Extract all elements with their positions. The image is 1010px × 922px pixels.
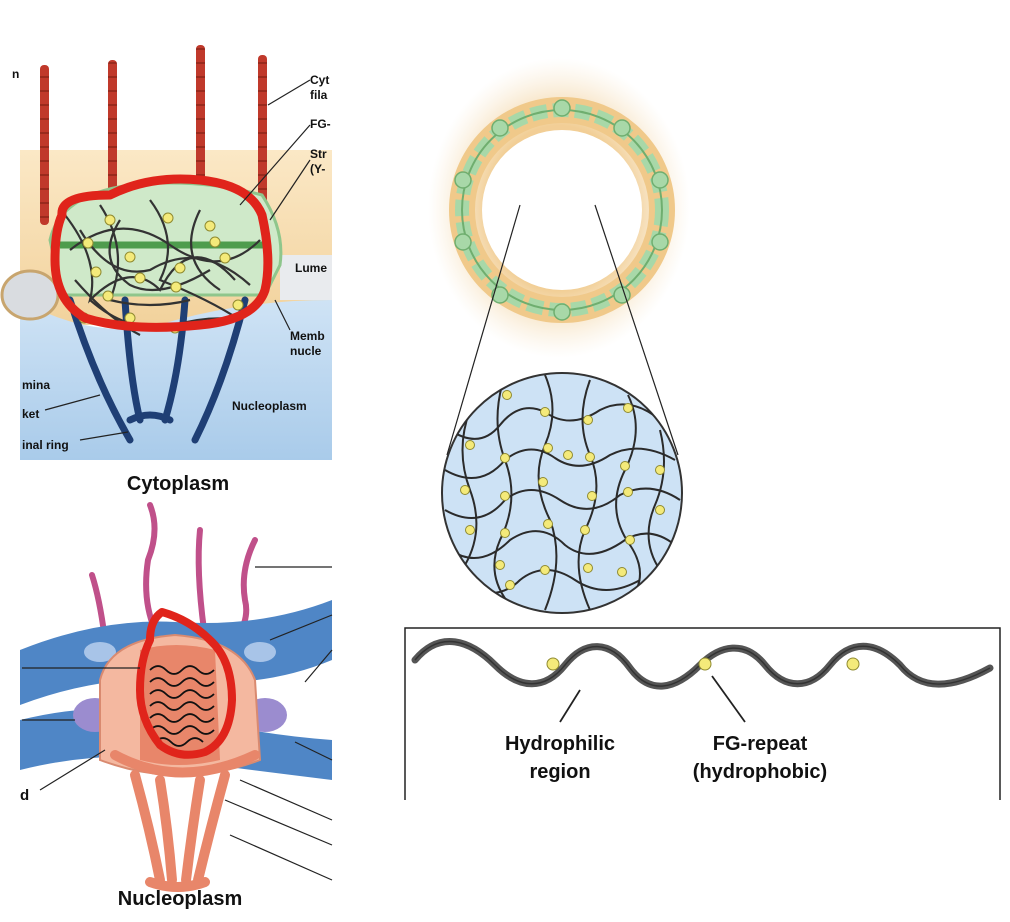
- label-region: region: [529, 761, 590, 783]
- label-nucleoplasm-top: Nucleoplasm: [232, 399, 307, 413]
- fg-mesh-circle: [441, 372, 683, 614]
- label-nucle: nucle: [290, 344, 322, 358]
- label-y: (Y-: [310, 162, 325, 176]
- pore-ring-topview: [428, 58, 690, 456]
- label-ket: ket: [22, 407, 39, 421]
- caption-nucleoplasm: Nucleoplasm: [118, 888, 242, 910]
- label-fg: FG-: [310, 117, 331, 131]
- label-mina: mina: [22, 378, 50, 392]
- label-memb: Memb: [290, 329, 325, 343]
- red-annotation-loop-bottom: [136, 608, 236, 759]
- cytoplasmic-filaments: [40, 45, 267, 225]
- label-fg-repeat: FG-repeat: [713, 733, 808, 755]
- basket-bottom: [110, 750, 260, 892]
- fg-tangle-bottom: [149, 665, 215, 747]
- label-cyt: Cyt: [310, 73, 329, 87]
- fg-repeat-beads: [546, 657, 860, 671]
- label-str: Str: [310, 147, 327, 161]
- caption-cytoplasm: Cytoplasm: [127, 473, 229, 495]
- red-annotation-loop-top: [50, 174, 273, 332]
- label-hydrophilic: Hydrophilic: [505, 733, 615, 755]
- fg-repeat-panel: Hydrophilic region FG-repeat (hydrophobi…: [404, 627, 1001, 800]
- label-n-edge: n: [12, 67, 19, 81]
- bottom-left-panel: d Nucleoplasm: [20, 502, 333, 910]
- label-hydrophobic: (hydrophobic): [693, 761, 827, 783]
- leader-lines-bottom: [22, 566, 333, 881]
- label-inal-ring: inal ring: [22, 438, 69, 452]
- label-fila: fila: [310, 88, 328, 102]
- top-left-panel: n Cyt fila FG- Str (Y- Lume Memb nucle m…: [0, 45, 332, 495]
- label-lume: Lume: [295, 261, 327, 275]
- leader-lines-top: [44, 79, 311, 441]
- label-d: d: [20, 787, 29, 804]
